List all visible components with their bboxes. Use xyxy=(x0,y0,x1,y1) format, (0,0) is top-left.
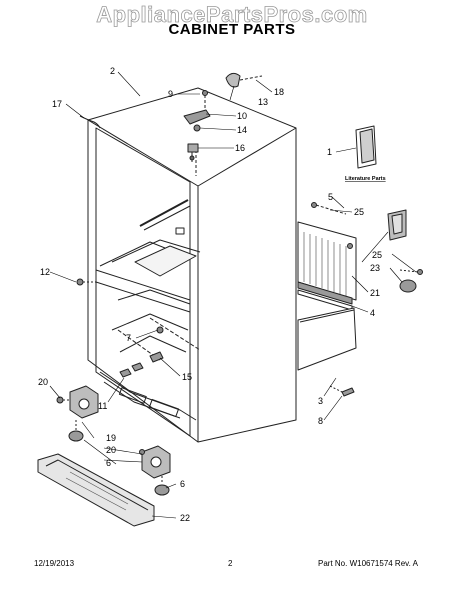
toe-panel xyxy=(297,307,357,371)
callout-17: 17 xyxy=(52,99,62,109)
callout-14: 14 xyxy=(237,125,247,135)
callout-20-b: 20 xyxy=(106,445,116,455)
callout-25-a: 25 xyxy=(354,207,364,217)
callout-16: 16 xyxy=(235,143,245,153)
rear-grille-panel xyxy=(297,202,357,301)
callout-15: 15 xyxy=(182,372,192,382)
literature-parts-label: Literature Parts xyxy=(345,176,386,182)
callout-1: 1 xyxy=(327,147,332,157)
grommet-part xyxy=(399,269,423,293)
callout-13: 13 xyxy=(258,97,268,107)
page-title: CABINET PARTS xyxy=(168,21,296,38)
footer-page-number: 2 xyxy=(228,559,233,568)
callout-23: 23 xyxy=(370,263,380,273)
callout-18: 18 xyxy=(274,87,284,97)
callout-6-a: 6 xyxy=(106,458,111,468)
callout-6-b: 6 xyxy=(180,479,185,489)
callout-4: 4 xyxy=(370,308,375,318)
callout-25-b: 25 xyxy=(372,250,382,260)
callout-9: 9 xyxy=(168,89,173,99)
clip-part xyxy=(387,209,407,241)
interior-brackets xyxy=(119,326,164,378)
leader-lines xyxy=(49,71,417,519)
callout-21: 21 xyxy=(370,288,380,298)
footer-part-number: Part No. W10671574 Rev. A xyxy=(318,559,418,568)
callout-10: 10 xyxy=(237,111,247,121)
cord-and-screws xyxy=(76,115,101,286)
footer-date: 12/19/2013 xyxy=(34,559,75,568)
bottom-right-roller-bracket xyxy=(139,445,171,496)
callout-7: 7 xyxy=(126,333,131,343)
bottom-left-roller-bracket xyxy=(56,385,99,442)
base-grille xyxy=(37,453,155,527)
callout-20-a: 20 xyxy=(38,377,48,387)
callout-19: 19 xyxy=(106,433,116,443)
callout-5: 5 xyxy=(328,192,333,202)
callout-11: 11 xyxy=(98,401,107,411)
top-hinge-assembly xyxy=(183,72,263,162)
callout-2: 2 xyxy=(110,66,115,76)
screw-part xyxy=(329,385,355,397)
callout-3: 3 xyxy=(318,396,323,406)
callout-12: 12 xyxy=(40,267,50,277)
callout-22: 22 xyxy=(180,513,190,523)
literature-booklet xyxy=(355,125,377,169)
watermark: AppliancePartsPros.com xyxy=(96,2,368,28)
cabinet-shell xyxy=(87,87,297,443)
callout-8: 8 xyxy=(318,416,323,426)
